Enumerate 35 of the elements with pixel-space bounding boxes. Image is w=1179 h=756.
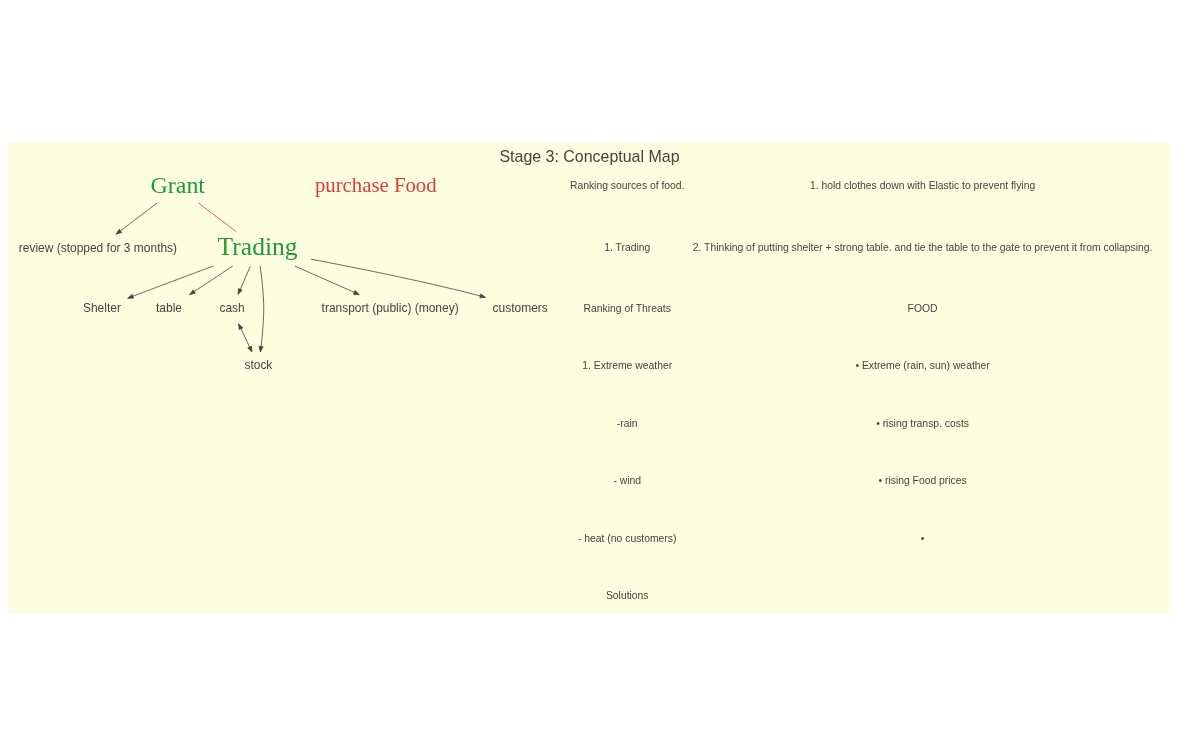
label: - wind (613, 474, 642, 486)
label: • Extreme (rain, sun) weather (855, 359, 990, 371)
label: 2. Thinking of putting shelter + strong table. and tie the table to the gate to prevent it from collapsing. (692, 241, 1153, 253)
arrow (189, 265, 234, 295)
node-text: table (156, 300, 182, 315)
node-text: review (stopped for 3 months) (18, 240, 178, 255)
label: • rising Food prices (878, 474, 967, 486)
label: Ranking of Threats (583, 302, 671, 314)
label: Solutions (605, 589, 649, 601)
connector (197, 202, 237, 232)
node-text: cash (219, 300, 245, 315)
label: Ranking sources of food. (569, 179, 685, 191)
node-text: Trading (217, 231, 298, 261)
arrow (237, 265, 251, 295)
node-text: transport (public) (money) (321, 300, 459, 315)
arrow (127, 265, 214, 299)
arrow (238, 322, 253, 352)
arrow (115, 202, 158, 235)
label: 1. Extreme weather (582, 359, 673, 371)
arrow (258, 265, 265, 352)
node-text: stock (244, 357, 273, 372)
diagram-title: Stage 3: Conceptual Map (499, 147, 680, 165)
label: • (920, 532, 925, 544)
label: 1. hold clothes down with Elastic to prevent flying (810, 179, 1036, 191)
label: -rain (616, 417, 638, 429)
arrow (294, 265, 360, 295)
label: FOOD (907, 302, 938, 314)
node-text: Grant (150, 170, 206, 197)
label: • rising transp. costs (876, 417, 970, 429)
node-text: customers (492, 300, 548, 315)
label: - heat (no customers) (577, 532, 677, 544)
label: 1. Trading (604, 241, 651, 253)
node-text: Shelter (82, 300, 121, 315)
node-text: purchase Food (314, 173, 437, 196)
arrow (310, 258, 487, 298)
